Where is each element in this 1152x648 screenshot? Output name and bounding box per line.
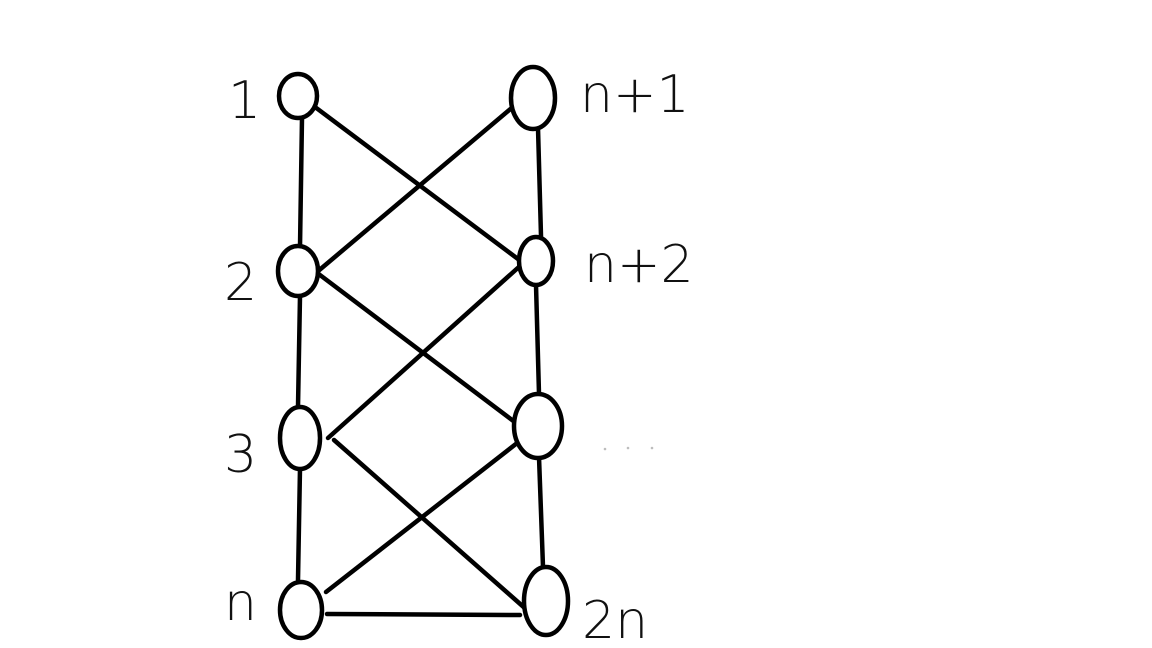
node-n-plus-2: [516, 234, 556, 288]
node-2: [275, 243, 321, 299]
edge-nn-m3: [323, 437, 524, 595]
label-1: 1: [228, 71, 261, 131]
label-3: 3: [224, 425, 257, 485]
node-3: [277, 404, 323, 472]
edge-n3-nn: [295, 465, 303, 583]
node-1: [276, 71, 320, 121]
edge-n2-m3: [313, 269, 519, 426]
edge-n3-m2: [325, 254, 533, 441]
edges: [295, 103, 546, 618]
label-2: 2: [224, 253, 257, 313]
node-n: [277, 579, 325, 641]
edge-m3-m4: [536, 454, 546, 570]
label-2n: 2n: [582, 591, 648, 648]
node-middle: [511, 391, 565, 461]
edge-n1-n2: [297, 115, 305, 250]
nodes: [275, 64, 571, 641]
label-n: n: [224, 573, 257, 633]
node-n-plus-1: [508, 64, 558, 132]
edge-n2-n3: [295, 293, 303, 410]
edge-nn-m4: [324, 611, 523, 618]
node-2n: [521, 564, 571, 638]
label-n-plus-2: n+2: [584, 235, 694, 295]
labels: 1 2 3 n n+1 n+2 2n: [224, 65, 694, 648]
edge-m1-m2: [535, 125, 544, 239]
ellipsis-dots: [603, 446, 654, 451]
edge-m2-m3: [533, 282, 542, 397]
edge-n3-m4: [331, 437, 530, 613]
edge-n1-m2: [312, 104, 533, 271]
label-n-plus-1: n+1: [580, 65, 690, 125]
edge-n2-m1: [314, 103, 517, 275]
